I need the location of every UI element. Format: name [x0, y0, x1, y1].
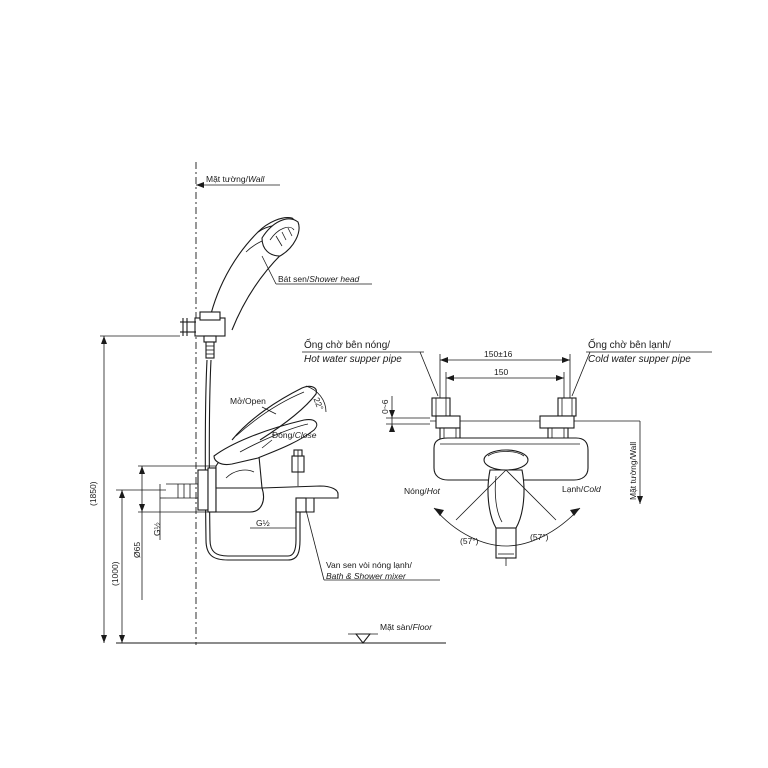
- mixer-label: Van sen vòi nóng lạnh/: [326, 560, 412, 570]
- rotation-arc: [433, 507, 581, 547]
- angle-57-right: (57°): [530, 532, 549, 542]
- dim-150: 150: [494, 367, 508, 377]
- wall-label: Mặt tường/Wall: [206, 174, 265, 184]
- g12-mid-label: G½: [256, 518, 270, 528]
- close-label-en: Close: [295, 430, 317, 440]
- hot-pipe-label: Ống chờ bên nóng/: [304, 337, 390, 351]
- wall-label-en: Wall: [248, 174, 265, 184]
- hot-label-vi: Nóng/: [404, 486, 427, 496]
- shower-hose: [204, 359, 301, 561]
- hot-pipe-label-en: Hot water supper pipe: [304, 354, 402, 365]
- cold-label-en: Cold: [583, 484, 601, 494]
- dim-g12-left: G½: [152, 522, 162, 536]
- wall-vertical-label: Mặt tường/Wall: [628, 442, 638, 500]
- floor-label: Mặt sàn/Floor: [380, 622, 433, 632]
- angle-22: 22°: [312, 396, 326, 412]
- cold-pipe-label-en: Cold water supper pipe: [588, 354, 691, 365]
- cold-label: Lạnh/Cold: [562, 484, 601, 494]
- dim-1850: (1850): [88, 481, 98, 506]
- dim-150-16: 150±16: [484, 349, 513, 359]
- close-label: Đóng/Close: [272, 430, 317, 440]
- spacing-dimensions: [439, 354, 571, 400]
- dim-0-6: 0~6: [380, 399, 390, 414]
- dim-65: Ø65: [132, 542, 142, 558]
- height-dimensions: [100, 335, 216, 643]
- mixer-side-view: [166, 385, 339, 513]
- cold-pipe-label: Ống chờ bên lạnh/: [588, 337, 671, 351]
- hot-label-en: Hot: [427, 486, 441, 496]
- shower-head-label-vi: Bát sen/: [278, 274, 310, 284]
- shower-head-label-en: Shower head: [309, 274, 359, 284]
- close-label-vi: Đóng/: [272, 430, 295, 440]
- mixer-label-vi: Van sen vòi nóng lạnh/: [326, 560, 412, 570]
- hot-union: [431, 397, 461, 441]
- floor-label-en: Floor: [413, 622, 434, 632]
- dim-1000: (1000): [110, 561, 120, 586]
- hot-label: Nóng/Hot: [404, 486, 441, 496]
- angle-57-left: (57°): [460, 536, 479, 546]
- mixer-label-en: Bath & Shower mixer: [326, 571, 407, 581]
- shower-head-label: Bát sen/Shower head: [278, 274, 360, 284]
- open-label: Mở/Open: [230, 396, 266, 406]
- wall-label-vi: Mặt tường/: [206, 174, 249, 184]
- floor-label-vi: Mặt sàn/: [380, 622, 413, 632]
- mixer-front-view: [433, 437, 589, 566]
- cold-union: [539, 397, 577, 441]
- shower-head: [180, 217, 300, 359]
- cold-label-vi: Lạnh/: [562, 484, 584, 494]
